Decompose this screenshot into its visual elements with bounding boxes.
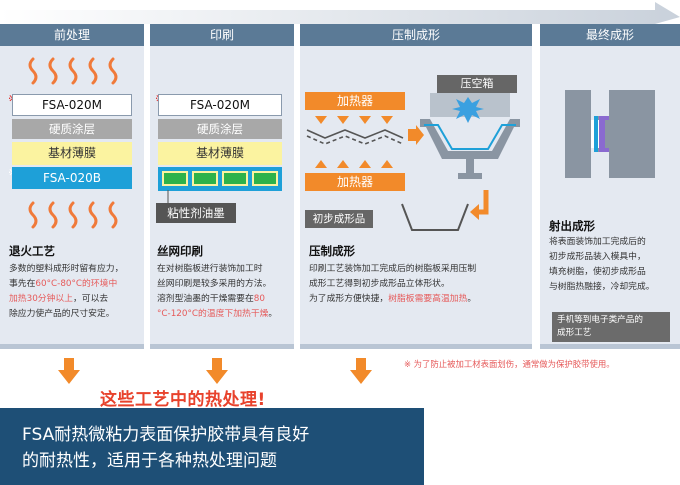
down-right-arrow-icon	[470, 190, 489, 220]
transfer-arrow-icon	[408, 125, 424, 145]
injection-description: 将表面装饰加工完成后的 初步成形品装入模具中， 填充树脂，使初步成形品 与树脂热…	[549, 237, 655, 292]
heater-bottom: 加热器	[305, 173, 405, 191]
pointer-line	[167, 190, 169, 204]
section-title-screen-printing: 丝网印刷	[157, 244, 203, 258]
down-arrow-icon	[206, 358, 228, 384]
film-fsa-020m: FSA-020M	[12, 94, 132, 116]
section-title-press-forming: 压制成形	[309, 244, 355, 258]
film-fsa-020b: FSA-020B	[12, 167, 132, 189]
annealing-description: 多数的塑料成形时留有应力， 事先在60°C-80°C的环境中 加热30分钟以上，…	[9, 264, 124, 319]
section-title-injection: 射出成形	[549, 219, 595, 233]
heat-arrows-icon	[306, 116, 404, 168]
preform-product-shape	[401, 203, 469, 231]
panel-title: 印刷	[150, 24, 294, 46]
preform-label: 初步成形品	[305, 210, 373, 228]
adhesive-ink-label: 粘性剂油墨	[156, 203, 236, 223]
banner-line-2: 的耐热性，适用于各种热处理问题	[22, 451, 277, 471]
base-film-layer: 基材薄膜	[158, 142, 282, 165]
press-mold-diagram	[420, 93, 520, 179]
heat-waves-icon	[28, 201, 118, 229]
banner-line-1: FSA耐热微粘力表面保护胶带具有良好	[22, 425, 310, 445]
printing-description: 在对树脂板进行装饰加工时 丝网印刷是较多采用的方法。 溶剂型油墨的干燥需要在80…	[157, 264, 278, 319]
pressure-air-box: 压空箱	[437, 75, 517, 93]
section-title-annealing: 退火工艺	[9, 244, 55, 258]
down-arrow-icon	[58, 358, 80, 384]
ink-dots-layer	[158, 167, 282, 191]
panel-title: 最终成形	[540, 24, 680, 46]
panel-final-forming: 最终成形	[540, 24, 680, 349]
heater-top: 加热器	[305, 92, 405, 110]
summary-banner: FSA耐热微粘力表面保护胶带具有良好 的耐热性，适用于各种热处理问题	[0, 408, 424, 485]
heat-waves-icon	[28, 57, 118, 85]
film-fsa-020m: FSA-020M	[158, 94, 282, 116]
panel-title: 压制成形	[300, 24, 532, 46]
panel-title: 前处理	[0, 24, 144, 46]
down-arrow-icon	[350, 358, 372, 384]
headline-heat-treatment: 这些工艺中的热处理!	[100, 390, 266, 410]
electronics-note: 手机等到电子类产品的 成形工艺	[552, 312, 670, 342]
hard-coating-layer: 硬质涂层	[12, 119, 132, 139]
hard-coating-layer: 硬质涂层	[158, 119, 282, 139]
injection-mold-diagram	[565, 90, 655, 178]
footnote: ※ 为了防止被加工材表面划伤，通常做为保护胶带使用。	[404, 359, 615, 369]
process-flow-arrow	[0, 2, 680, 24]
base-film-layer: 基材薄膜	[12, 142, 132, 165]
press-forming-description: 印刷工艺装饰加工完成后的树脂板采用压制 成形工艺得到初步成形品立体形状。 为了成…	[309, 264, 477, 304]
